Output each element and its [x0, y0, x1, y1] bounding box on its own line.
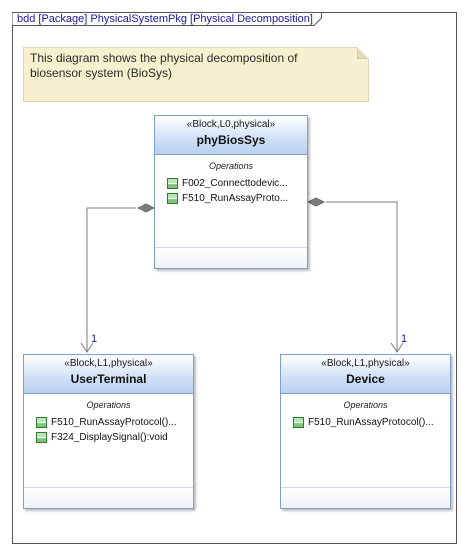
composition-line-device — [326, 201, 398, 352]
multiplicity-device: 1 — [401, 333, 408, 345]
block-header: «Block,L1,physical» UserTerminal — [24, 355, 193, 394]
note-text-line-2: biosensor system (BioSys) — [30, 66, 173, 80]
block-name: Device — [346, 372, 385, 386]
block-name: phyBiosSys — [196, 133, 266, 147]
composition-line-userterminal — [86, 207, 136, 352]
operations-compartment-title: Operations — [343, 400, 388, 410]
block-stereotype: «Block,L1,physical» — [64, 358, 153, 369]
operation-item[interactable]: F324_DisplaySignal():void — [24, 430, 193, 445]
operation-item[interactable]: F002_Connecttodevic... — [155, 176, 307, 191]
operation-label: F002_Connecttodevic... — [182, 178, 288, 189]
operation-label: F510_RunAssayProtocol()... — [51, 417, 177, 428]
block-empty-compartment — [24, 487, 193, 508]
block-stereotype: «Block,L0,physical» — [186, 119, 276, 130]
note-text: This diagram shows the physical decompos… — [30, 51, 358, 81]
block-empty-compartment — [155, 247, 307, 268]
filled-diamond-icon — [136, 203, 156, 213]
frame-tab-outline — [12, 12, 322, 26]
operation-icon — [293, 417, 304, 428]
block-stereotype: «Block,L1,physical» — [321, 358, 410, 369]
comment-note[interactable]: This diagram shows the physical decompos… — [23, 47, 369, 102]
operation-item[interactable]: F510_RunAssayProtocol()... — [281, 415, 450, 430]
block-device[interactable]: «Block,L1,physical» Device Operations F5… — [280, 354, 451, 509]
block-empty-compartment — [281, 487, 450, 508]
block-name: UserTerminal — [70, 372, 147, 386]
operation-icon — [167, 178, 178, 189]
operation-item[interactable]: F510_RunAssayProtocol()... — [24, 415, 193, 430]
open-arrowhead-icon — [80, 342, 94, 353]
operation-label: F510_RunAssayProto... — [182, 193, 289, 204]
operation-icon — [36, 432, 47, 443]
operations-compartment-title: Operations — [86, 400, 131, 410]
operation-icon — [36, 417, 47, 428]
note-text-line-1: This diagram shows the physical decompos… — [30, 51, 298, 65]
filled-diamond-icon — [306, 197, 326, 207]
operation-label: F510_RunAssayProtocol()... — [308, 417, 434, 428]
note-fold-corner-icon — [357, 47, 369, 59]
open-arrowhead-icon — [390, 342, 404, 353]
frame-header-tab: bdd [Package] PhysicalSystemPkg [Physica… — [12, 12, 322, 26]
block-header: «Block,L1,physical» Device — [281, 355, 450, 394]
multiplicity-userterminal: 1 — [91, 333, 98, 345]
operation-label: F324_DisplaySignal():void — [51, 432, 168, 443]
frame-label: bdd [Package] PhysicalSystemPkg [Physica… — [17, 13, 313, 25]
block-phybiossys[interactable]: «Block,L0,physical» phyBiosSys Operation… — [154, 115, 308, 269]
block-userterminal[interactable]: «Block,L1,physical» UserTerminal Operati… — [23, 354, 194, 509]
operations-compartment-title: Operations — [208, 161, 254, 171]
operation-icon — [167, 193, 178, 204]
block-header: «Block,L0,physical» phyBiosSys — [155, 116, 307, 155]
operation-item[interactable]: F510_RunAssayProto... — [155, 191, 307, 206]
